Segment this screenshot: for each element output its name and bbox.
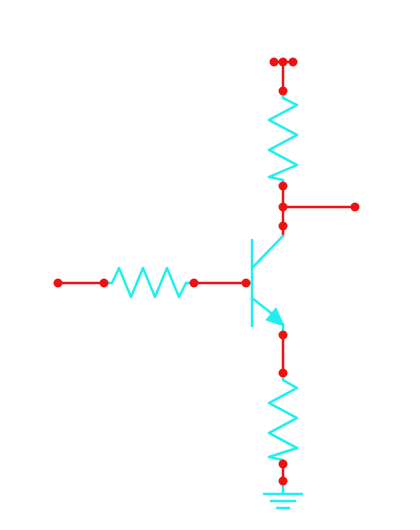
resistor-collector: [267, 89, 299, 188]
node-supply-center[interactable]: [278, 57, 288, 67]
node-collector-junction[interactable]: [278, 202, 288, 212]
ground-icon: [262, 479, 304, 510]
resistor-base: [102, 266, 196, 299]
resistor-icon[interactable]: [267, 89, 299, 188]
nodes: [53, 57, 360, 486]
node-output[interactable]: [350, 202, 360, 212]
node-ground[interactable]: [278, 476, 288, 486]
node-emitter-resistor-top[interactable]: [278, 368, 288, 378]
resistor-icon[interactable]: [102, 266, 196, 299]
node-resistor-base-right[interactable]: [189, 278, 199, 288]
node-resistor-base-left[interactable]: [99, 278, 109, 288]
resistor-icon[interactable]: [267, 371, 299, 466]
node-input[interactable]: [53, 278, 63, 288]
transistor-emitter-arrow: [265, 307, 285, 327]
resistor-emitter: [267, 371, 299, 466]
transistor-collector-lead: [250, 234, 285, 270]
node-base[interactable]: [241, 278, 251, 288]
node-collector-resistor-top[interactable]: [278, 86, 288, 96]
node-emitter-resistor-bottom[interactable]: [278, 459, 288, 469]
components: [102, 89, 304, 510]
wires: [56, 60, 357, 483]
node-supply-left[interactable]: [269, 57, 279, 67]
node-collector[interactable]: [278, 221, 288, 231]
node-collector-resistor-bottom[interactable]: [278, 181, 288, 191]
node-emitter[interactable]: [278, 330, 288, 340]
node-supply-right[interactable]: [288, 57, 298, 67]
npn-transistor-icon[interactable]: [244, 234, 285, 337]
